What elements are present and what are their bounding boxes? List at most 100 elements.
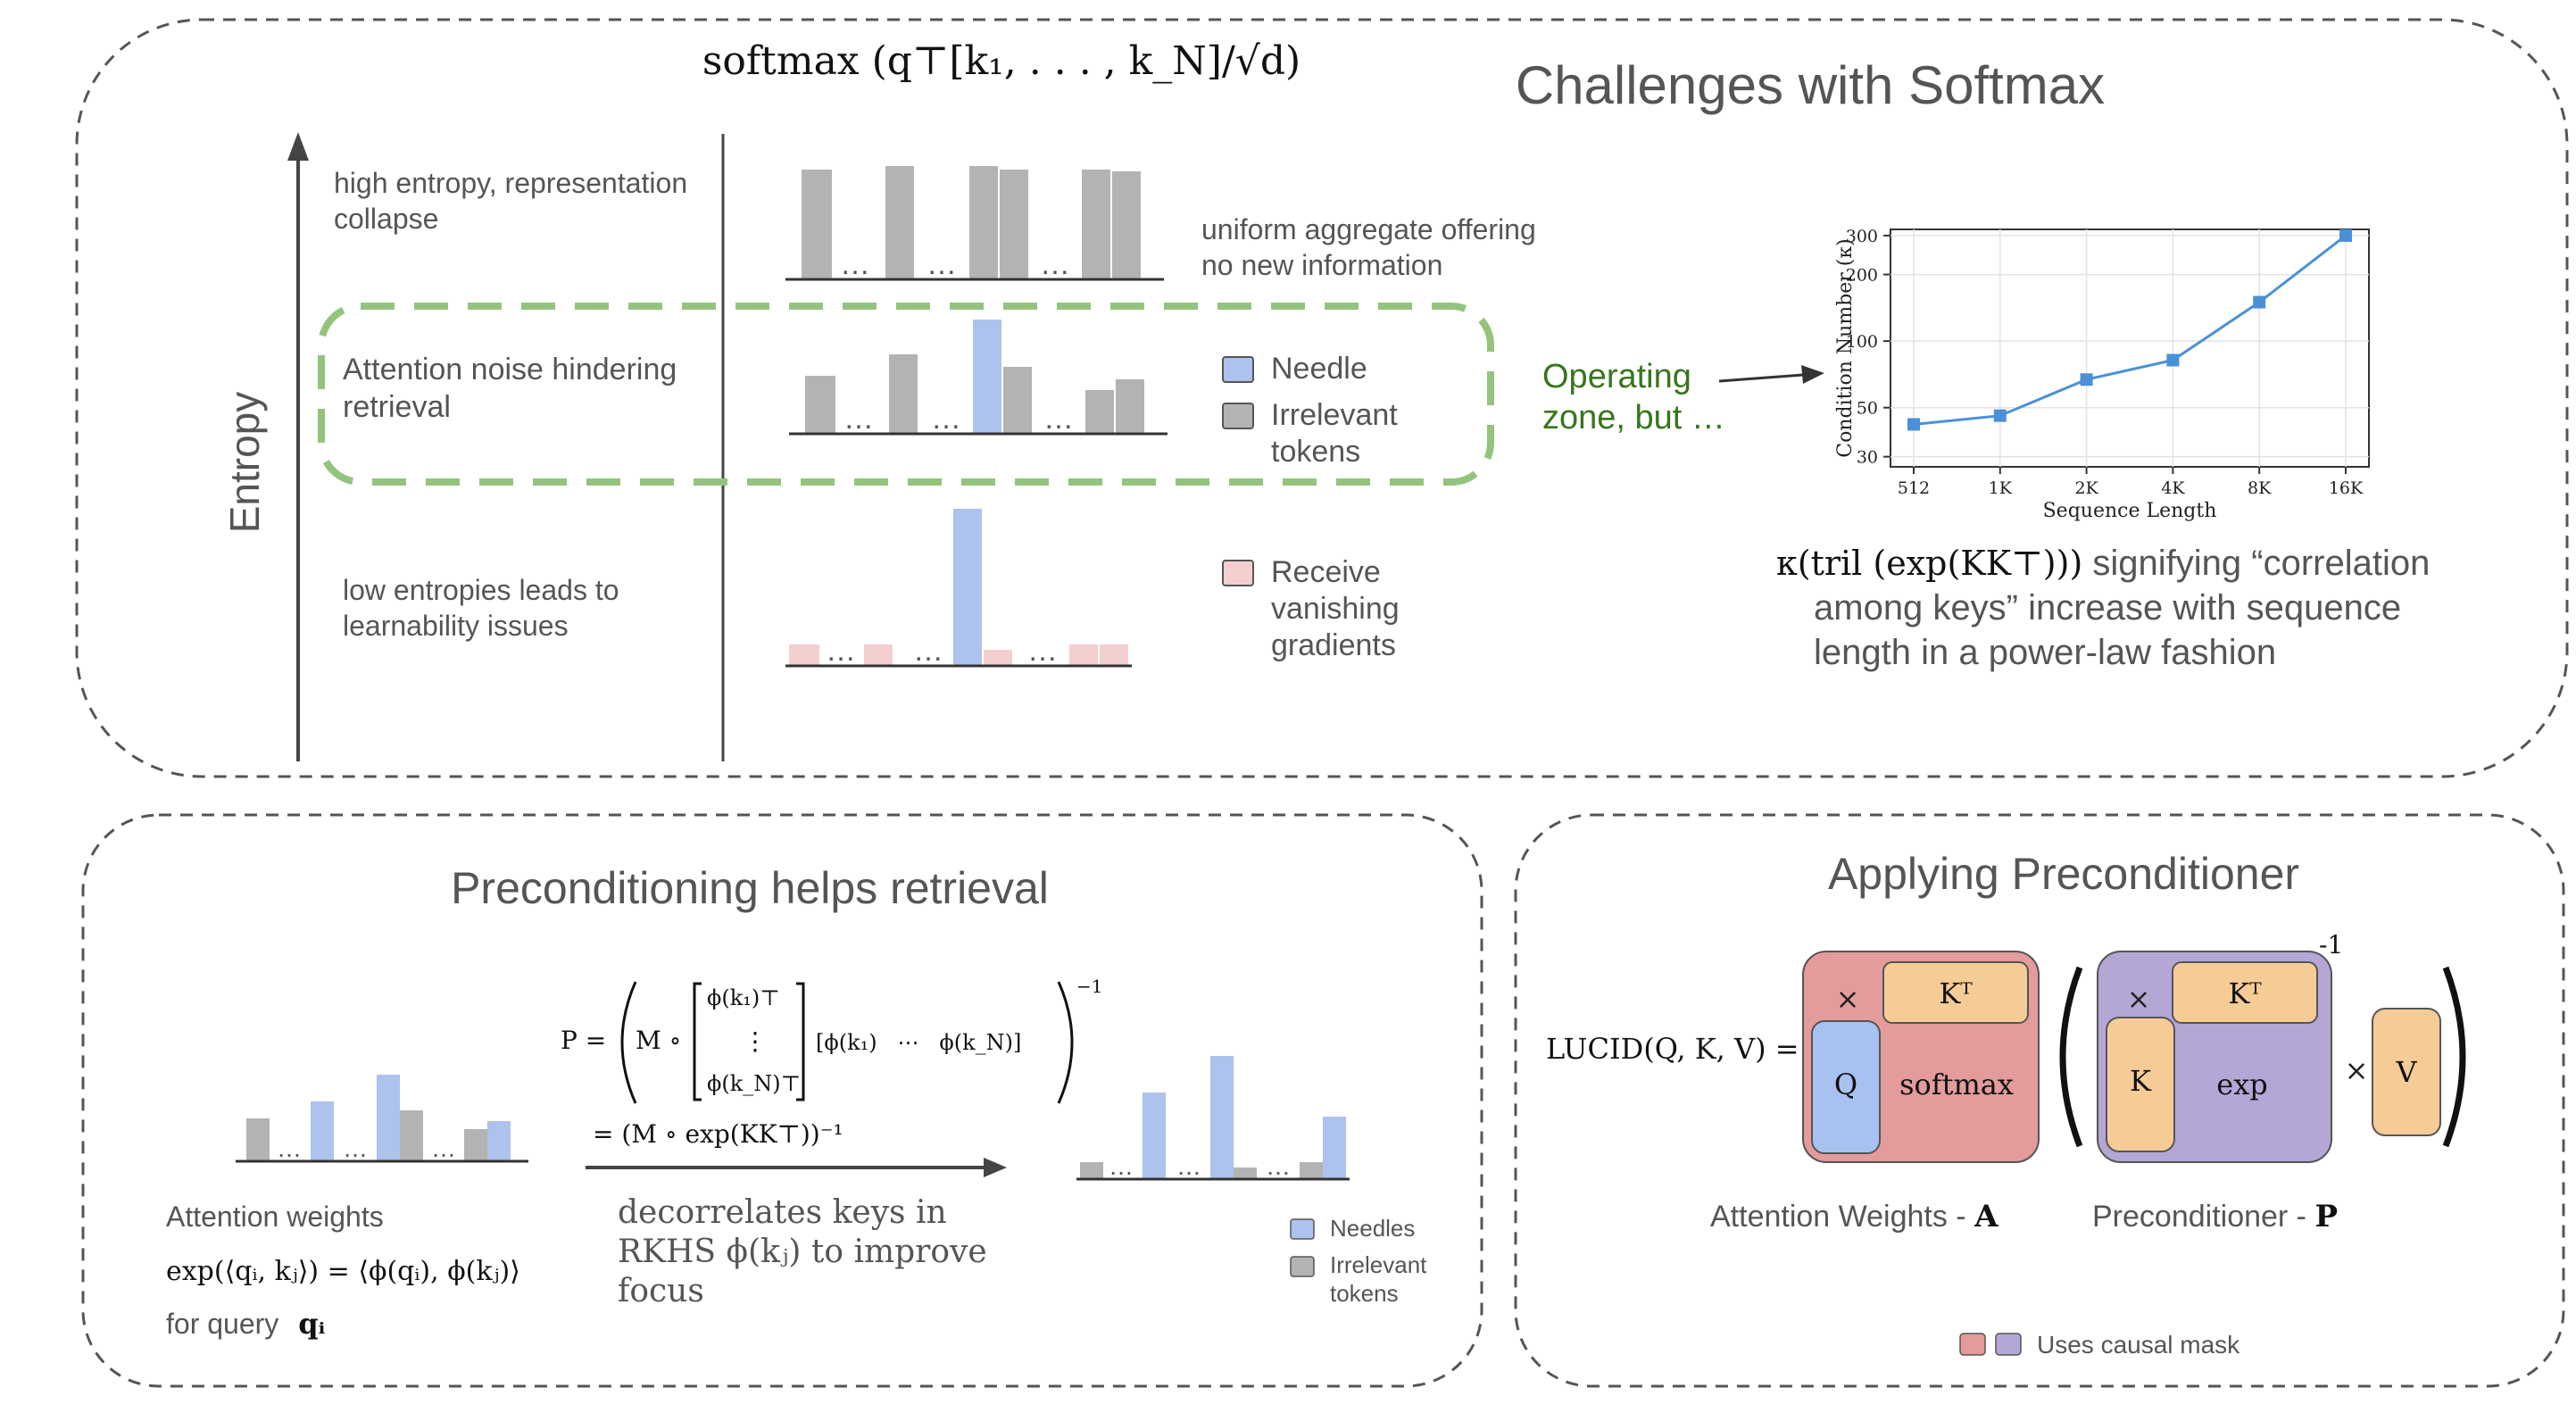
- chart-xtick-label: 16K: [2329, 478, 2364, 498]
- kt-label-precond: Kᵀ: [2228, 976, 2262, 1010]
- row1-bar: [802, 170, 832, 279]
- entropy-axis-arrowhead: [287, 132, 309, 161]
- row1-ellipsis: …: [927, 247, 957, 281]
- chart-xtick-label: 4K: [2161, 478, 2185, 498]
- row1-note: uniform aggregate offering no new inform…: [1201, 213, 1544, 281]
- preconditioner-caption: Preconditioner - P: [2092, 1199, 2338, 1234]
- row1-bar: [885, 166, 914, 279]
- bl-right-needle-bar: [1210, 1056, 1234, 1179]
- row1-bar: [1082, 170, 1110, 279]
- bl-right-ellipsis: …: [1176, 1152, 1201, 1180]
- k-label: K: [2130, 1064, 2152, 1098]
- chart-series-line: [1913, 234, 2347, 426]
- bl-right-ellipsis: …: [1109, 1152, 1134, 1180]
- chart-plot-frame: [1890, 229, 2370, 468]
- desc-line1: decorrelates keys in: [618, 1194, 947, 1231]
- row-vector: [ϕ(k₁) ⋯ ϕ(k_N)]: [816, 1030, 1021, 1055]
- row3-ellipsis: …: [1027, 634, 1058, 668]
- col-left-bracket: [693, 982, 702, 1101]
- kt-box-precond: [2172, 961, 2318, 1024]
- kappa-caption-line1: κ(tril (exp(KK⊤))) signifying “correlati…: [1776, 544, 2430, 583]
- legend-irrelevant-line1: Irrelevant: [1271, 398, 1398, 432]
- chart-xtick-label: 512: [1898, 478, 1930, 498]
- row3-needle-bar: [953, 509, 982, 666]
- operating-zone-label: Operating zone, but …: [1542, 358, 1725, 436]
- row2-bar: [1003, 367, 1032, 434]
- attention-times: ×: [1836, 982, 1860, 1016]
- bl-legend-needles-label: Needles: [1330, 1215, 1415, 1242]
- causal-mask-swatch-red: [1959, 1333, 1986, 1356]
- bl-right-ellipsis: …: [1266, 1152, 1291, 1180]
- causal-mask-swatch-purple: [1995, 1333, 2022, 1356]
- row1-bar-group: [802, 166, 1141, 279]
- row3-bar: [864, 644, 893, 666]
- operating-zone-arrow: [1718, 373, 1804, 383]
- bl-left-bar: [400, 1110, 423, 1161]
- kappa-text-line2: among keys” increase with sequence: [1814, 588, 2401, 627]
- row2-bar: [1085, 390, 1114, 434]
- p-equals: P =: [561, 1026, 606, 1055]
- kappa-text-line1: signifying “correlation: [2082, 544, 2430, 583]
- col-vector-mid: ⋮: [743, 1026, 768, 1056]
- softmax-label: softmax: [1899, 1068, 2014, 1101]
- m-circ: M ∘: [636, 1026, 681, 1055]
- desc-line3: focus: [618, 1273, 704, 1309]
- row2-bar: [889, 354, 918, 434]
- bl-legend-irrelevant-line2: tokens: [1330, 1280, 1399, 1307]
- kappa-formula: κ(tril (exp(KK⊤))): [1776, 544, 2082, 583]
- legend-irrelevant-swatch: [1222, 403, 1254, 429]
- chart-points: [1907, 229, 2352, 431]
- row1-bar: [969, 166, 998, 279]
- chart-point: [2080, 373, 2093, 386]
- chart-ytick-label: 200: [1846, 266, 1878, 286]
- bl-right-bar-group: [1080, 1056, 1346, 1179]
- row1-label: high entropy, representation collapse: [334, 167, 695, 235]
- bl-left-bar-group: [246, 1075, 511, 1161]
- row2-bar: [1116, 379, 1144, 434]
- chart-ytick-label: 50: [1857, 399, 1878, 419]
- p-equals-line2: = (M ∘ exp(KK⊤))⁻¹: [593, 1119, 843, 1149]
- attention-caption-symbol: A: [1974, 1199, 1998, 1234]
- bl-left-needle-bar: [311, 1101, 334, 1161]
- precond-right-paren: [2442, 966, 2466, 1148]
- desc-line2: RKHS ϕ(kⱼ) to improve: [618, 1234, 987, 1270]
- kappa-text-line3: length in a power-law fashion: [1814, 633, 2276, 672]
- q-label: Q: [1834, 1068, 1857, 1101]
- row3-bar: [1069, 644, 1098, 666]
- softmax-formula-title: softmax (q⊤[k₁, . . . , k_N]/√d): [702, 38, 1300, 84]
- for-query-text: for query: [166, 1308, 278, 1340]
- legend-irrelevant-label: Irrelevant tokens: [1271, 398, 1406, 469]
- operating-zone-line1: Operating: [1542, 358, 1691, 395]
- precond-inverse-sup: -1: [2319, 930, 2343, 960]
- row2-bar-group: [805, 320, 1144, 434]
- bl-left-ellipsis: …: [277, 1134, 302, 1162]
- bl-left-needle-bar: [487, 1121, 511, 1161]
- bl-left-ellipsis: …: [343, 1134, 368, 1162]
- row2-ellipsis: …: [931, 402, 961, 436]
- precond-caption-text: Preconditioner -: [2092, 1200, 2314, 1234]
- lucid-label: LUCID(Q, K, V) =: [1546, 1032, 1799, 1066]
- bl-legend-irrelevant-swatch: [1290, 1256, 1315, 1277]
- exp-label: exp: [2216, 1068, 2267, 1101]
- bl-left-ellipsis: …: [431, 1134, 456, 1162]
- precond-times-v: ×: [2345, 1053, 2369, 1087]
- bl-right-needle-bar: [1323, 1117, 1346, 1179]
- row3-bar-group: [789, 509, 1128, 666]
- row1-label-line2: collapse: [334, 203, 438, 235]
- operating-zone-line2: zone, but …: [1542, 399, 1725, 436]
- chart-ytick-label: 30: [1857, 448, 1878, 468]
- row2-needle-bar: [973, 320, 1001, 434]
- chart-ytick-label: 100: [1846, 332, 1878, 352]
- v-box: [2372, 1008, 2441, 1136]
- legend-vanishing-label: Receive vanishing gradients: [1271, 555, 1408, 662]
- legend-vanishing-swatch: [1222, 560, 1254, 586]
- precond-caption-symbol: P: [2314, 1199, 2338, 1234]
- chart-point: [2253, 295, 2266, 309]
- exp-kernel-formula: exp(⟨qᵢ, kⱼ⟩) = ⟨ϕ(qᵢ), ϕ(kⱼ)⟩: [166, 1256, 520, 1287]
- attention-weights-label: Attention weights: [166, 1201, 384, 1233]
- k-box: [2106, 1017, 2175, 1152]
- preconditioning-title: Preconditioning helps retrieval: [451, 863, 1049, 913]
- row3-label-line2: learnability issues: [343, 610, 569, 642]
